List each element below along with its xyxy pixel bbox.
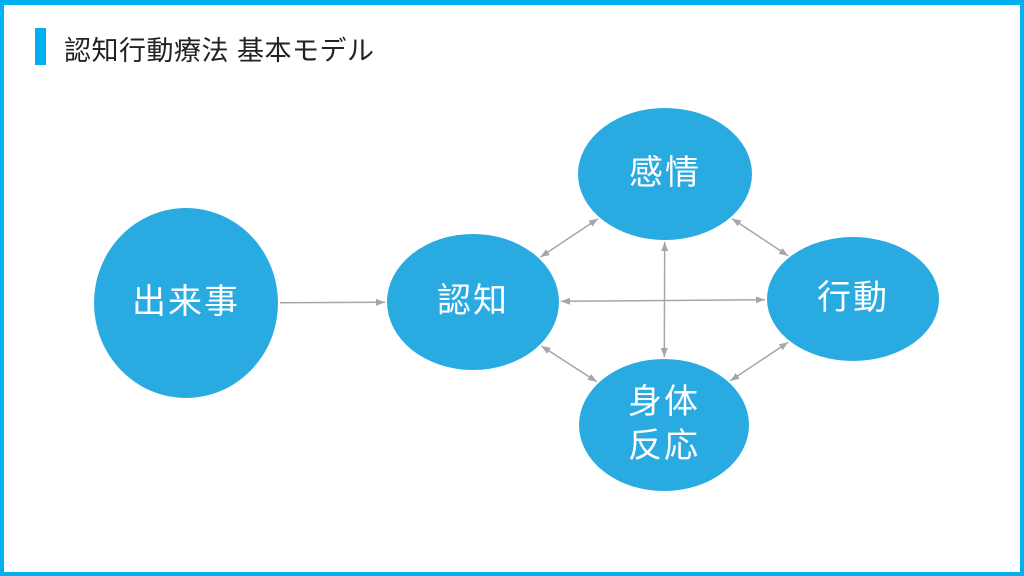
node-body: 身体 反応: [579, 359, 749, 491]
node-event: 出来事: [94, 208, 278, 398]
node-behavior: 行動: [767, 237, 939, 361]
title-accent-bar: [35, 28, 46, 65]
node-label-emotion: 感情: [629, 154, 701, 193]
node-emotion: 感情: [578, 108, 752, 240]
arrow-cognition-body-bidirectional: [540, 345, 598, 383]
arrow-layer: [279, 217, 789, 383]
node-label-event: 出来事: [132, 283, 240, 322]
node-cognition: 認知: [387, 234, 559, 370]
arrow-emotion-behavior-bidirectional: [731, 217, 789, 257]
node-label-cognition: 認知: [437, 282, 509, 321]
cbt-model-diagram: 出来事 認知 感情行動身体 反応: [4, 5, 1020, 572]
node-label-behavior: 行動: [817, 279, 889, 318]
arrow-cognition-behavior-bidirectional: [560, 296, 766, 305]
node-label-body: 身体 反応: [628, 383, 700, 465]
arrow-cognition-emotion-bidirectional: [539, 218, 599, 258]
arrow-behavior-body-bidirectional: [729, 341, 789, 382]
page-title: 認知行動療法 基本モデル: [64, 36, 375, 66]
